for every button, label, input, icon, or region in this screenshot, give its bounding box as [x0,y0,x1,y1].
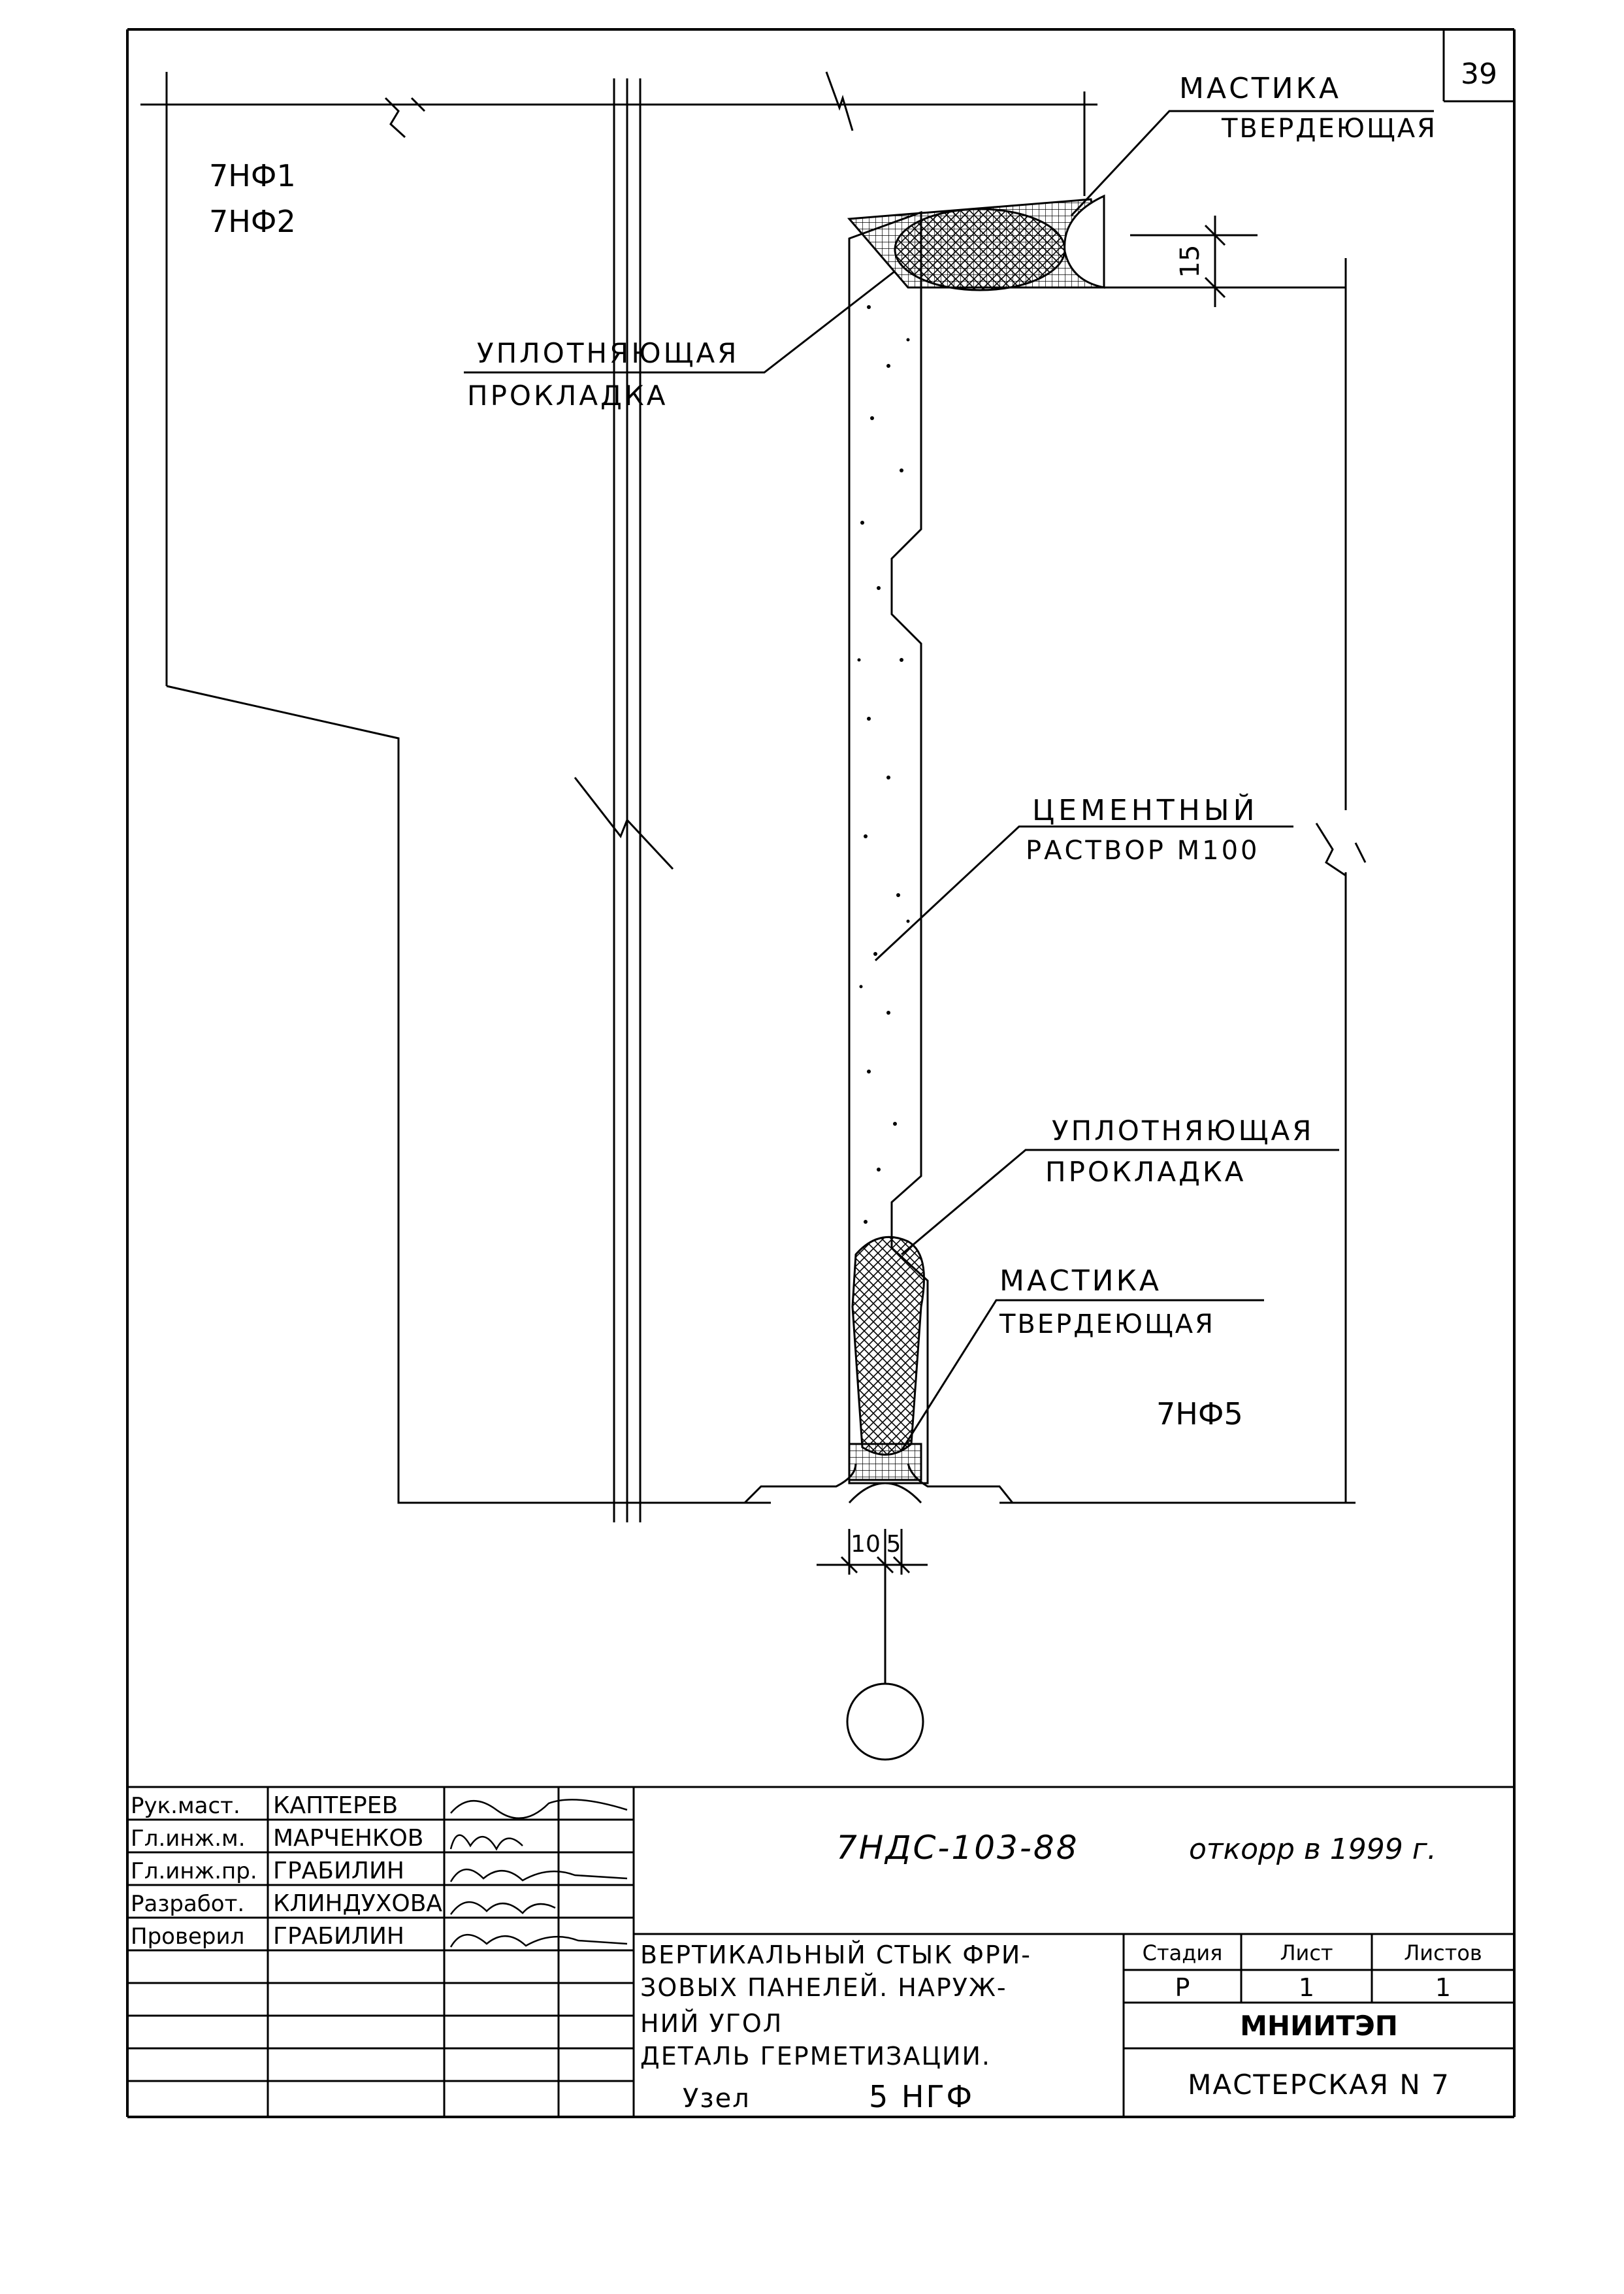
title-line-4: ДЕТАЛЬ ГЕРМЕТИЗАЦИИ. [640,2042,991,2071]
label-panel-7nf5: 7НФ5 [1156,1396,1243,1432]
label-seal-bottom-1: УПЛОТНЯЮЩАЯ [1052,1115,1314,1147]
dimension-10-label: 10 [851,1531,881,1558]
seal-gasket-top [894,208,1066,291]
stage-value: Р [1175,1973,1190,2002]
dimension-15 [1130,216,1258,307]
sheets-value: 1 [1435,1973,1451,2002]
left-panel-outline [140,72,1097,1504]
role-3: Гл.инж.пр. [131,1858,257,1884]
name-1: КАПТЕРЕВ [273,1792,398,1819]
mastic-top-curve [1064,194,1105,289]
sheets-header: Листов [1404,1941,1482,1965]
name-5: ГРАБИЛИН [273,1923,404,1950]
joint-arc [848,1482,922,1504]
label-seal-top-2: ПРОКЛАДКА [467,380,668,412]
title-block [127,1786,1514,2117]
leader-lines [464,110,1434,1451]
title-block-roles: Рук.маст. Гл.инж.м. Гл.инж.пр. Разработ.… [131,1793,257,1950]
name-2: МАРЧЕНКОВ [273,1825,423,1852]
mortar-body [848,210,929,1484]
sheet-number: 39 [1461,57,1497,91]
role-5: Проверил [131,1924,244,1950]
name-3: ГРАБИЛИН [273,1858,404,1884]
label-panel-7nf2: 7НФ2 [209,204,296,239]
label-mastic-bottom-2: ТВЕРДЕЮЩАЯ [999,1309,1215,1339]
node-number: 5 НГФ [869,2079,974,2114]
role-4: Разработ. [131,1891,244,1917]
sheet-frame [126,28,1516,2118]
sheet-value: 1 [1299,1973,1314,2002]
axis-marker-circle [846,1682,924,1761]
break-marks [384,71,1367,877]
dimension-15-label: 15 [1175,245,1205,278]
label-mortar-1: ЦЕМЕНТНЫЙ [1032,793,1259,827]
label-panel-7nf1: 7НФ1 [209,158,296,193]
axis-lines [613,78,641,1522]
title-line-3: НИЙ УГОЛ [640,2009,783,2038]
label-mastic-bottom-1: МАСТИКА [999,1264,1161,1298]
stage-header: Стадия [1143,1941,1223,1965]
label-mastic-top-1: МАСТИКА [1179,72,1341,105]
organization-name: МНИИТЭП [1240,2010,1398,2042]
seal-gasket-bottom [851,1236,925,1456]
label-mortar-2: РАСТВОР М100 [1026,836,1259,866]
revision-note: откорр в 1999 г. [1189,1833,1437,1866]
sheet-header: Лист [1280,1941,1333,1965]
label-seal-top-1: УПЛОТНЯЮЩАЯ [477,337,739,369]
workshop-name: МАСТЕРСКАЯ N 7 [1188,2069,1450,2101]
label-mastic-top-2: ТВЕРДЕЮЩАЯ [1221,114,1437,144]
sheet-number-box: 39 [1442,29,1514,103]
right-panel-outline [999,258,1356,1504]
title-block-names: КАПТЕРЕВ МАРЧЕНКОВ ГРАБИЛИН КЛИНДУХОВА Г… [273,1792,442,1950]
outer-profile [743,1463,1014,1504]
name-4: КЛИНДУХОВА [273,1890,442,1917]
label-seal-bottom-2: ПРОКЛАДКА [1045,1156,1246,1188]
dimension-5-label: 5 [886,1531,901,1558]
mastic-bottom [848,1443,922,1481]
signatures [449,1799,628,1948]
node-label: Узел [683,2084,751,2114]
mortar-stipple [857,305,910,1224]
role-2: Гл.инж.м. [131,1826,246,1852]
role-1: Рук.маст. [131,1793,240,1819]
dimension-10-5 [817,1529,928,1686]
title-line-1: ВЕРТИКАЛЬНЫЙ СТЫК ФРИ- [640,1941,1031,1969]
title-line-2: ЗОВЫХ ПАНЕЛЕЙ. НАРУЖ- [640,1973,1007,2002]
document-code: 7НДС-103-88 [836,1829,1079,1867]
